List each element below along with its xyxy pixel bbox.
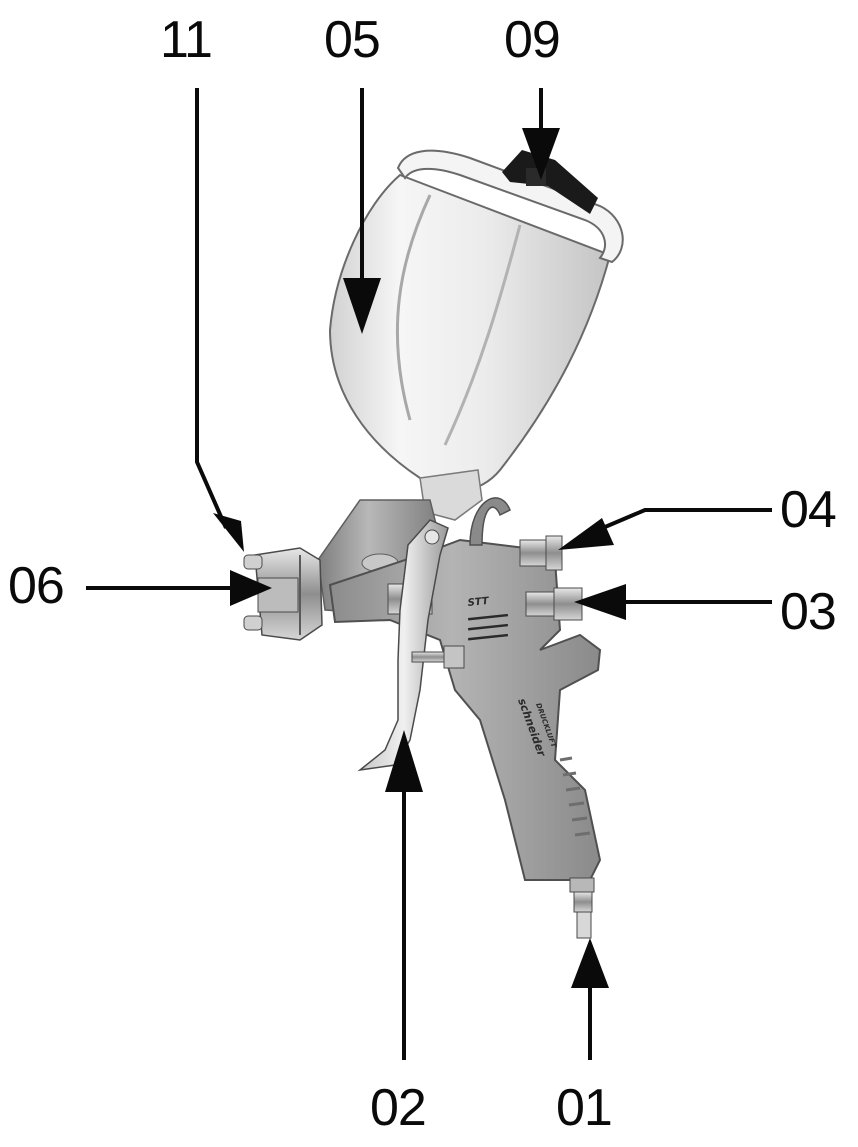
leader-04 [597,508,772,532]
arrow-11 [213,513,244,552]
cup-body [328,173,612,493]
air-inlet [569,877,595,939]
callout-label-04: 04 [780,481,837,539]
arrow-01 [571,938,609,988]
callout-label-06: 06 [8,557,65,615]
arrowheads [213,128,626,988]
gun-hook [469,497,511,546]
cup-rib-right [443,224,522,446]
paint-cup [328,149,624,521]
arrow-03 [574,584,626,620]
callout-label-02: 02 [370,1079,427,1137]
callout-label-03: 03 [780,583,837,641]
arrow-04 [558,518,614,550]
spread-knob [519,539,549,567]
callout-label-11: 11 [160,11,213,69]
trigger-pivot [424,529,440,545]
arrow-09 [522,128,560,180]
leader-11 [195,88,228,529]
callout-label-01: 01 [556,1079,613,1137]
material-knob [525,591,557,617]
cup-rib-left [395,194,432,421]
needle-nut [443,645,465,669]
arrow-06 [230,570,272,606]
logo-mark: STT [467,596,490,609]
adjustment-knobs [519,535,583,621]
arrow-05 [343,278,381,334]
arrow-02 [385,730,423,792]
leader-lines [86,88,772,1060]
callout-label-05: 05 [324,11,381,69]
grip-ridges [559,756,591,837]
callout-label-09: 09 [504,11,561,69]
